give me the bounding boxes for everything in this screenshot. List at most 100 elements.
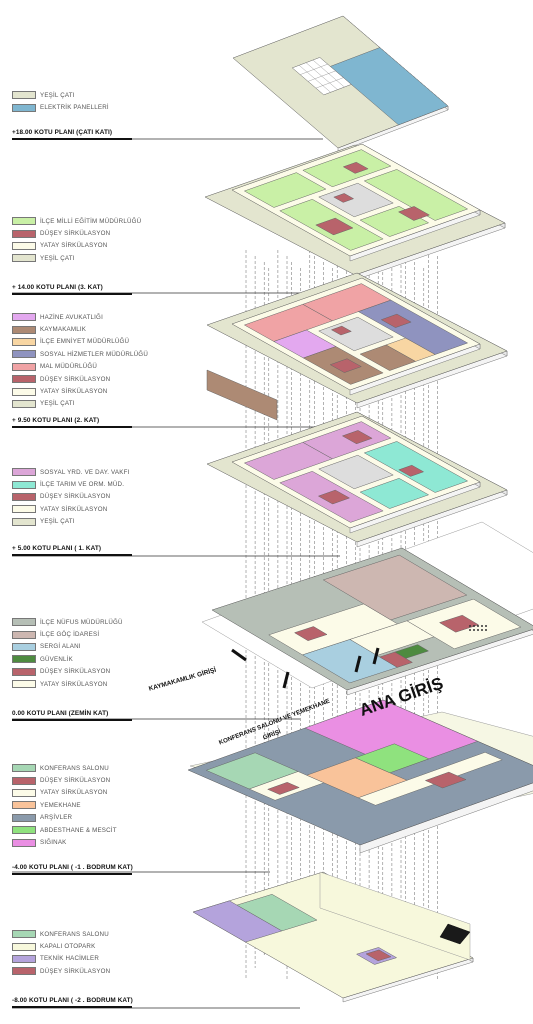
level-label-floor3: + 14.00 KOTU PLANI (3. KAT) (12, 284, 132, 295)
floor1-room (359, 478, 430, 509)
plaza-dot (481, 625, 483, 627)
basement1-room (354, 743, 430, 774)
legend-swatch (12, 788, 36, 797)
legend-item: DÜŞEY SİRKÜLASYON (12, 666, 123, 678)
legend-label: YEŞİL ÇATI (40, 254, 75, 262)
legend-swatch (12, 505, 36, 514)
floor3-room (397, 206, 431, 221)
legend-item: HAZİNE AVUKATLIĞI (12, 311, 148, 323)
legend-swatch (12, 91, 36, 100)
legend-label: İLÇE EMNİYET MÜDÜRLÜĞÜ (40, 338, 130, 346)
legend-label: DÜŞEY SİRKÜLASYON (40, 777, 111, 785)
floor1-room (302, 421, 392, 460)
legend-ground: İLÇE NÜFUS MÜDÜRLÜĞÜ İLÇE GÖÇ İDARESİ SE… (12, 616, 123, 690)
legend-label: SOSYAL YRD. VE DAY. VAKFI (40, 468, 130, 476)
level-label-text: + 5.00 KOTU PLANI ( 1. KAT) (12, 545, 102, 552)
legend-label: YEŞİL ÇATI (40, 91, 75, 99)
level-label-ground: 0.00 KOTU PLANI (ZEMİN KAT) (12, 710, 132, 721)
legend-label: KONFERANS SALONU (40, 930, 109, 938)
legend-label: SOSYAL HİZMETLER MÜDÜRLÜĞÜ (40, 350, 148, 358)
skylight-grid (307, 70, 336, 82)
legend-swatch (12, 680, 36, 689)
legend-swatch (12, 826, 36, 835)
plaza-dot (477, 625, 479, 627)
legend-swatch (12, 618, 36, 627)
legend-basement2: KONFERANS SALONU KAPALI OTOPARK TEKNİK H… (12, 928, 110, 978)
legend-swatch (12, 667, 36, 676)
legend-swatch (12, 764, 36, 773)
legend-label: İLÇE GÖÇ İDARESİ (40, 631, 100, 639)
floor3-room (243, 172, 327, 208)
legend-item: YEŞİL ÇATI (12, 89, 109, 101)
floor1-room (318, 454, 394, 490)
legend-label: YEMEKHANE (40, 801, 81, 809)
legend-item: SERGİ ALANI (12, 641, 123, 653)
legend-swatch (12, 103, 36, 112)
floor3-room (315, 217, 354, 236)
level-basement1 (187, 699, 533, 854)
plaza-dot (481, 629, 483, 631)
legend-item: DÜŞEY SİRKÜLASYON (12, 373, 148, 385)
entrance-arrow (231, 648, 247, 662)
legend-swatch (12, 468, 36, 477)
level-floor1 (206, 411, 508, 548)
basement1-room (267, 782, 300, 795)
level-floor3 (204, 143, 506, 281)
legend-label: KAPALI OTOPARK (40, 943, 96, 951)
floor3-room (318, 182, 394, 218)
legend-label: İLÇE NÜFUS MÜDÜRLÜĞÜ (40, 618, 123, 626)
legend-label: YATAY SİRKÜLASYON (40, 505, 108, 513)
legend-floor2: HAZİNE AVUKATLIĞI KAYMAKAMLIK İLÇE EMNİY… (12, 311, 148, 410)
legend-item: MAL MÜDÜRLÜĞÜ (12, 361, 148, 373)
legend-basement1: KONFERANS SALONU DÜŞEY SİRKÜLASYON YATAY… (12, 762, 117, 849)
legend-item: YATAY SİRKÜLASYON (12, 385, 148, 397)
level-basement2 (192, 871, 474, 1003)
ground-room (438, 614, 480, 633)
legend-label: DÜŞEY SİRKÜLASYON (40, 668, 111, 676)
floor2-wing (206, 369, 278, 421)
floor1-room (317, 489, 351, 505)
legend-label: YATAY SİRKÜLASYON (40, 242, 108, 250)
plaza-dot (469, 629, 471, 631)
legend-swatch (12, 813, 36, 822)
legend-item: DÜŞEY SİRKÜLASYON (12, 965, 110, 977)
legend-swatch (12, 801, 36, 810)
legend-item: YATAY SİRKÜLASYON (12, 787, 117, 799)
floor2-room (330, 325, 352, 336)
level-label-text: -8.00 KOTU PLANI ( -2 . BODRUM KAT) (12, 997, 133, 1004)
floor1-room (341, 430, 373, 445)
legend-label: ABDESTHANE & MESCİT (40, 826, 117, 834)
legend-label: SIĞINAK (40, 839, 67, 847)
legend-swatch (12, 229, 36, 238)
legend-swatch (12, 776, 36, 785)
legend-item: SOSYAL HİZMETLER MÜDÜRLÜĞÜ (12, 348, 148, 360)
floor3-room (342, 161, 369, 174)
legend-swatch (12, 838, 36, 847)
legend-item: İLÇE NÜFUS MÜDÜRLÜĞÜ (12, 616, 123, 628)
legend-item: DÜŞEY SİRKÜLASYON (12, 491, 129, 503)
plaza-dot (469, 625, 471, 627)
legend-item: YATAY SİRKÜLASYON (12, 240, 141, 252)
plaza-dot (473, 629, 475, 631)
legend-item: YEŞİL ÇATI (12, 516, 129, 528)
floor2-room (329, 358, 362, 373)
legend-item: İLÇE TARIM VE ORM. MÜD. (12, 478, 129, 490)
legend-swatch (12, 942, 36, 951)
level-label-basement2: -8.00 KOTU PLANI ( -2 . BODRUM KAT) (12, 997, 133, 1008)
legend-label: SERGİ ALANI (40, 643, 81, 651)
plaza-dot (485, 629, 487, 631)
legend-label: DÜŞEY SİRKÜLASYON (40, 967, 111, 975)
entrance-arrow (354, 655, 362, 673)
floor1-room (363, 441, 469, 493)
legend-item: YEŞİL ÇATI (12, 252, 141, 264)
basement2-room (365, 949, 392, 962)
legend-swatch (12, 254, 36, 263)
entrance-arrow (372, 647, 380, 665)
legend-item: DÜŞEY SİRKÜLASYON (12, 227, 141, 239)
level-label-floor1: + 5.00 KOTU PLANI ( 1. KAT) (12, 545, 132, 556)
level-rule (12, 426, 132, 428)
legend-label: YEŞİL ÇATI (40, 518, 75, 526)
level-label-text: 0.00 KOTU PLANI (ZEMİN KAT) (12, 710, 109, 717)
legend-swatch (12, 325, 36, 334)
